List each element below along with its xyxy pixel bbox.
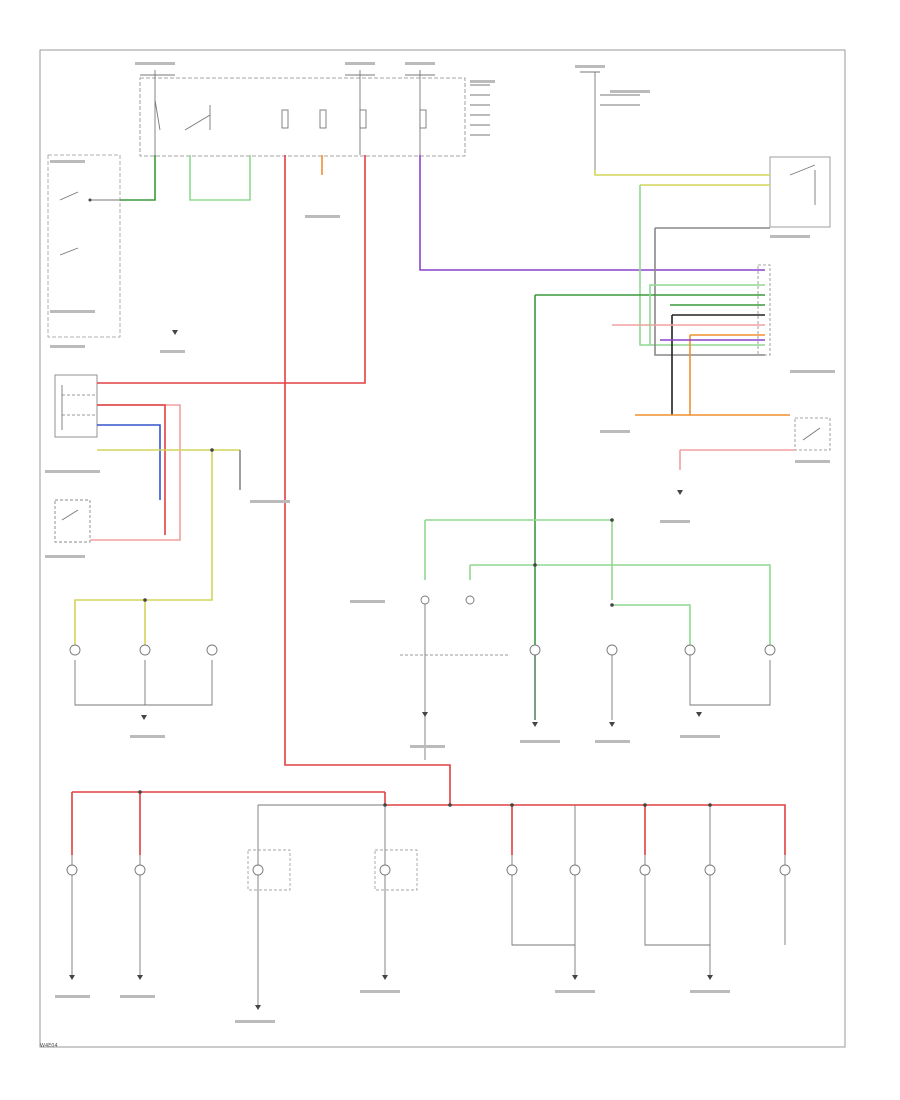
diagram-code: W4E04: [40, 1043, 58, 1049]
lower-harness: [71, 804, 786, 1005]
turn-signal-switch: [757, 156, 831, 356]
top-right-feed: [580, 71, 640, 170]
middle-harness: [74, 600, 771, 760]
light-switch: [47, 154, 121, 338]
illegible-labels: [45, 62, 835, 1023]
bulbs: [66, 595, 791, 876]
grounds: [69, 330, 713, 1010]
diagram-border: [39, 49, 846, 1048]
fuse-relay-box: [139, 70, 490, 157]
left-cluster-box: [54, 374, 98, 543]
hazard-switch: [794, 417, 831, 451]
bulb-housings: [247, 849, 418, 891]
junction-dots: [138, 448, 712, 807]
